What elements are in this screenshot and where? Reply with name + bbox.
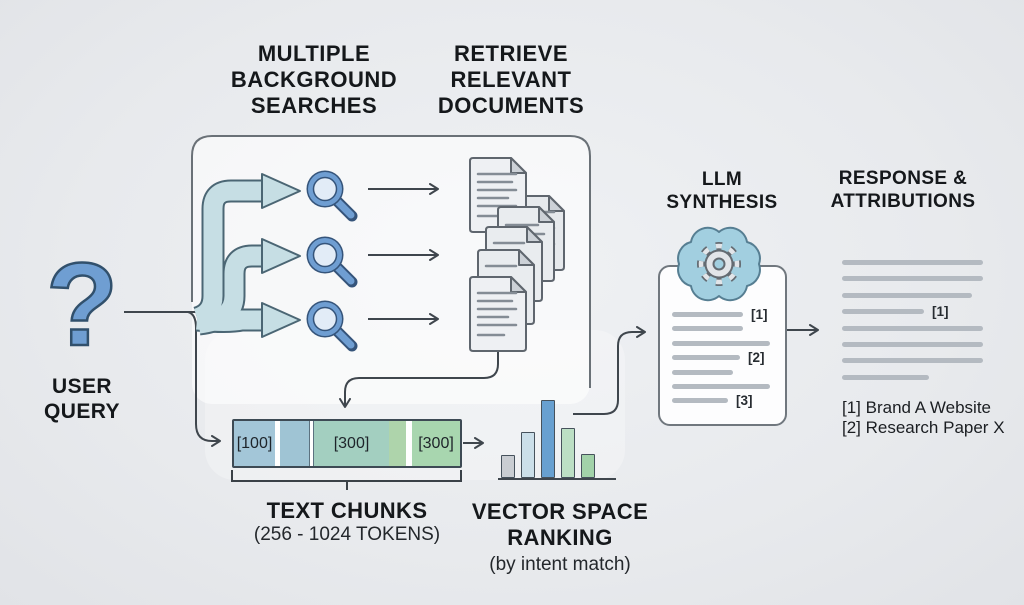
- response-content: [1]: [842, 260, 1002, 380]
- heading-retrieve-relevant-documents: RETRIEVE RELEVANT DOCUMENTS: [437, 41, 585, 118]
- redacted-line-row: [842, 374, 1002, 380]
- redacted-line-row: [672, 326, 782, 332]
- attribution-item: [2] Research Paper X: [842, 418, 1005, 437]
- redacted-line-row: [672, 383, 782, 389]
- attribution-item: [1] Brand A Website: [842, 398, 991, 417]
- vector-ranking-chart: [498, 398, 616, 480]
- search-icon: [306, 170, 358, 352]
- redacted-line-row: [842, 325, 1002, 331]
- llm-card-content: [1] [2] [3]: [672, 307, 782, 409]
- docs-to-chunks-connector: [339, 352, 499, 408]
- chunk-segment: [300]: [314, 421, 389, 466]
- question-mark-icon: ?: [45, 239, 120, 371]
- chunk-segment: [280, 421, 309, 466]
- redacted-line-row: [672, 369, 782, 375]
- redacted-line-row: [3]: [672, 393, 782, 409]
- heading-response-attributions: RESPONSE & ATTRIBUTIONS: [830, 168, 976, 212]
- text-chunks-bar: [100] [300] [300]: [232, 419, 462, 468]
- heading-llm-synthesis: LLM SYNTHESIS: [666, 169, 778, 213]
- redacted-line-row: [842, 292, 1002, 298]
- redacted-line-row: [1]: [842, 304, 1002, 320]
- chunk-divider: [406, 421, 412, 466]
- user-query-connectors: [124, 311, 221, 447]
- chunk-segment: [300]: [412, 421, 460, 466]
- vector-ranking-title: VECTOR SPACE RANKING: [471, 499, 649, 550]
- redacted-line-row: [842, 341, 1002, 347]
- citation-marker: [1]: [751, 307, 768, 322]
- ranking-bar: [521, 432, 535, 478]
- search-to-docs-arrows: [368, 183, 439, 325]
- citation-marker: [1]: [932, 304, 949, 320]
- text-chunks-title: TEXT CHUNKS: [266, 498, 428, 523]
- vector-ranking-subtitle: (by intent match): [489, 554, 631, 575]
- citation-marker: [2]: [748, 350, 765, 366]
- chunk-segment: [389, 421, 406, 466]
- documents-stack-icon: [469, 157, 565, 352]
- search-box-outline: [191, 135, 591, 388]
- redacted-line-row: [842, 276, 1002, 282]
- ranking-bar: [541, 400, 555, 478]
- heading-multiple-background-searches: MULTIPLE BACKGROUND SEARCHES: [230, 41, 398, 118]
- chunk-segment: [100]: [234, 421, 275, 466]
- redacted-line-row: [842, 260, 1002, 265]
- attribution-list: [1] Brand A Website [2] Research Paper X: [842, 398, 1024, 438]
- redacted-line-row: [1]: [672, 307, 782, 322]
- chunks-bracket: [231, 470, 462, 490]
- redacted-line-row: [842, 358, 1002, 364]
- gear-icon: [697, 242, 741, 286]
- ranking-bar: [501, 455, 515, 478]
- redacted-line-row: [672, 340, 782, 346]
- ranking-bar: [561, 428, 575, 478]
- ranking-to-llm-connector: [573, 326, 646, 415]
- llm-cloud-gear-icon: [677, 226, 761, 302]
- citation-marker: [3]: [736, 393, 753, 409]
- user-query-label: USER QUERY: [44, 375, 120, 423]
- chunk-divider: [275, 421, 280, 466]
- text-chunks-subtitle: (256 - 1024 TOKENS): [253, 524, 441, 545]
- branch-arrows-icon: [192, 173, 301, 338]
- chunk-divider: [309, 421, 314, 466]
- ranking-bar: [581, 454, 595, 478]
- redacted-line-row: [2]: [672, 350, 782, 366]
